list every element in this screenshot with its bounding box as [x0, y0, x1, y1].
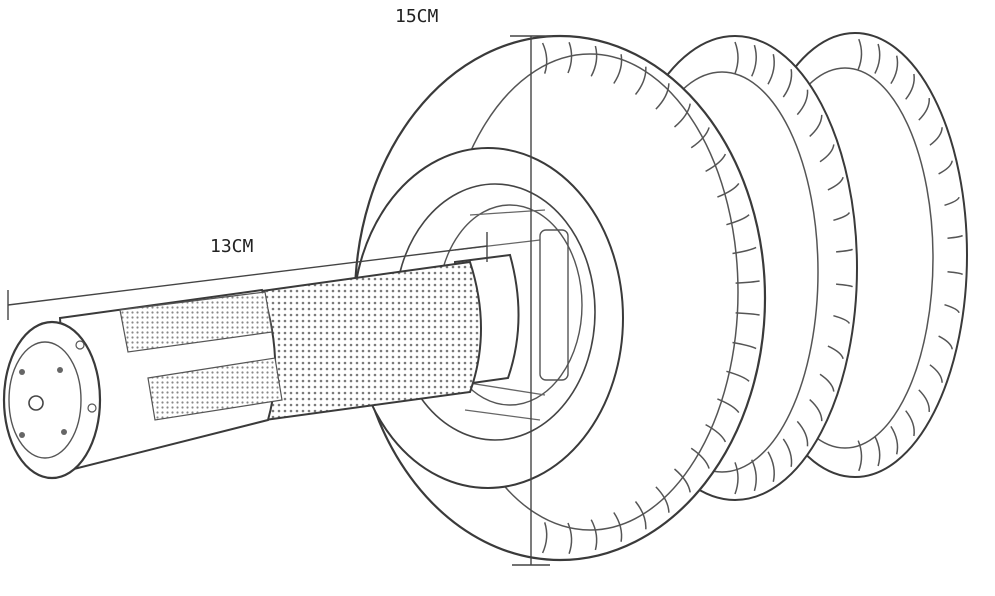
- tread-mark: [947, 271, 964, 276]
- tread-mark: [857, 38, 863, 70]
- tread-mark: [734, 41, 739, 74]
- tread-mark: [782, 438, 793, 467]
- tread-mark: [751, 44, 757, 77]
- tread-mark: [726, 370, 750, 382]
- diameter-dimension: 15CM: [395, 6, 552, 566]
- handle: [2, 253, 520, 480]
- tread-mark: [634, 66, 647, 95]
- tread-mark: [819, 373, 835, 392]
- handle-length-dimension: 13CM: [7, 232, 488, 320]
- tread-mark: [809, 399, 823, 422]
- tread-mark: [735, 280, 760, 284]
- tread-mark: [947, 234, 964, 239]
- tread-mark: [634, 501, 647, 530]
- tread-mark: [890, 425, 899, 455]
- tread-mark: [705, 153, 727, 173]
- tread-mark: [796, 89, 809, 116]
- tread-mark: [938, 160, 953, 175]
- tread-mark: [655, 83, 670, 110]
- tread-mark: [541, 522, 548, 554]
- tread-mark: [590, 519, 598, 551]
- tread-mark: [836, 283, 853, 288]
- tread-mark: [809, 114, 823, 137]
- tread-mark: [717, 398, 740, 414]
- tread-mark: [767, 451, 775, 482]
- tread-mark: [874, 436, 881, 467]
- knurled-grip: [253, 260, 482, 422]
- tread-mark: [767, 54, 775, 85]
- tread-mark: [918, 98, 930, 121]
- tread-mark: [541, 42, 548, 74]
- tread-mark: [796, 420, 809, 447]
- tread-mark: [929, 127, 943, 146]
- tread-mark: [819, 144, 835, 163]
- tread-mark: [827, 176, 844, 191]
- tread-mark: [944, 303, 960, 314]
- tread-mark: [857, 440, 863, 472]
- tread-mark: [833, 212, 851, 222]
- tread-mark: [944, 196, 960, 207]
- tread-mark: [590, 45, 598, 77]
- tread-mark: [905, 410, 915, 437]
- handle-length-label: 13CM: [210, 236, 254, 257]
- tread-mark: [732, 246, 757, 255]
- tread-mark: [833, 314, 851, 324]
- tread-mark: [751, 459, 757, 492]
- tread-mark: [938, 335, 953, 350]
- tread-mark: [782, 69, 793, 98]
- tread-mark: [732, 341, 757, 350]
- tread-mark: [726, 214, 750, 226]
- tread-mark: [929, 364, 943, 383]
- tread-mark: [905, 73, 915, 100]
- tread-mark: [705, 423, 727, 443]
- tread-mark: [690, 127, 710, 149]
- tread-mark: [918, 389, 930, 412]
- tread-mark: [735, 312, 760, 316]
- diameter-label: 15CM: [395, 6, 439, 27]
- tread-mark: [836, 248, 853, 253]
- tread-mark: [567, 42, 573, 74]
- tread-mark: [674, 468, 691, 493]
- tread-mark: [567, 522, 573, 554]
- tread-mark: [613, 54, 623, 84]
- tread-mark: [613, 512, 623, 542]
- tread-mark: [827, 345, 844, 360]
- tread-mark: [734, 462, 739, 495]
- tread-mark: [690, 447, 710, 469]
- tread-mark: [874, 43, 881, 74]
- tread-mark: [655, 486, 670, 513]
- end-cap: [2, 320, 102, 480]
- tread-mark: [717, 182, 740, 198]
- tread-mark: [890, 55, 899, 85]
- tread-mark: [674, 103, 691, 128]
